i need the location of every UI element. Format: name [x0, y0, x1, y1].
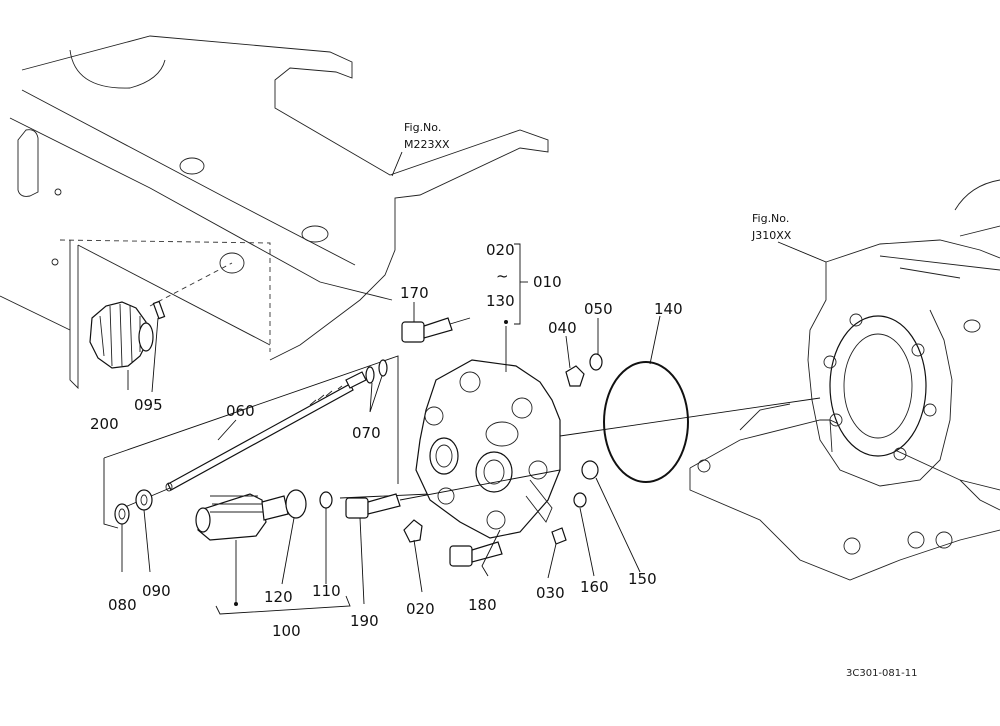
fig-ref-j310-line1: Fig.No. [752, 212, 789, 225]
callout-090: 090 [142, 582, 171, 600]
o-ring-160 [573, 492, 587, 508]
callout-100: 100 [272, 622, 301, 640]
callout-140: 140 [654, 300, 683, 318]
callout-170: 170 [400, 284, 429, 302]
callout-180: 180 [468, 596, 497, 614]
o-ring-150 [581, 460, 599, 480]
callout-095: 095 [134, 396, 163, 414]
drawing-code: 3C301-081-11 [846, 668, 917, 679]
callout-080: 080 [108, 596, 137, 614]
callout-leaders [121, 243, 661, 615]
bolt-180 [449, 541, 503, 567]
callout-tilde: ~ [496, 267, 509, 285]
axis-line-left [103, 458, 119, 529]
chassis-frame [0, 35, 549, 390]
plug-020 [403, 519, 423, 543]
valve-assembly-100 [195, 493, 289, 606]
o-ring-140 [603, 361, 689, 483]
washer-050 [589, 353, 603, 371]
callout-130: 130 [486, 292, 515, 310]
callout-020-top: 020 [486, 241, 515, 259]
callout-020-bottom: 020 [406, 600, 435, 618]
callout-070: 070 [352, 424, 381, 442]
plug-040 [565, 365, 585, 387]
washer-080 [114, 503, 130, 525]
callout-200: 200 [90, 415, 119, 433]
fig-ref-m223-line2: M223XX [404, 138, 450, 151]
fig-ref-m223-line1: Fig.No. [404, 121, 441, 134]
o-ring-120 [285, 489, 307, 519]
bolt-170 [401, 317, 471, 343]
callout-120: 120 [264, 588, 293, 606]
callout-030: 030 [536, 584, 565, 602]
shaft-060 [165, 371, 367, 492]
callout-050: 050 [584, 300, 613, 318]
callout-040: 040 [548, 319, 577, 337]
callout-160: 160 [580, 578, 609, 596]
pin-095 [152, 300, 166, 320]
knob-200 [89, 301, 154, 369]
transmission-case [689, 179, 1000, 581]
washer-090 [135, 489, 153, 511]
bolt-190 [345, 493, 401, 519]
callout-190: 190 [350, 612, 379, 630]
callout-150: 150 [628, 570, 657, 588]
callout-060: 060 [226, 402, 255, 420]
fig-ref-j310-line2: J310XX [751, 229, 792, 242]
pump-housing-010 [415, 359, 561, 539]
o-ring-110 [319, 491, 333, 509]
callout-110: 110 [312, 582, 341, 600]
plug-030 [551, 527, 567, 545]
o-rings-070 [365, 359, 388, 384]
callout-010: 010 [533, 273, 562, 291]
